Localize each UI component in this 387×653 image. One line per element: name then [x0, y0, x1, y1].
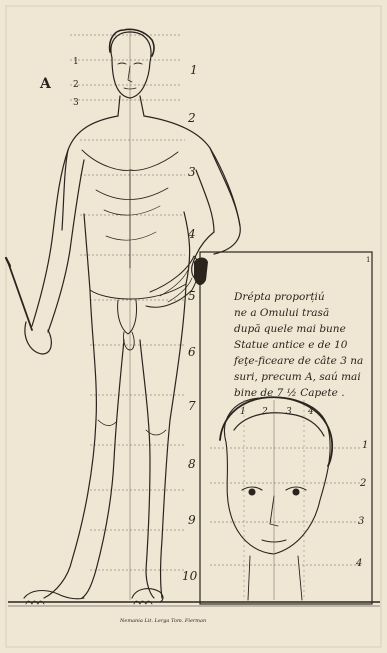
head-top-number: 1 — [240, 407, 246, 417]
body-scale-number: 1 — [190, 63, 198, 77]
caption-line: bine de 7 ½ Capete . — [234, 387, 345, 399]
caption-line: feţe-ficeare de câte 3 na — [233, 355, 363, 367]
plate-letter-a: A — [39, 76, 52, 92]
body-scale-number: 8 — [188, 457, 196, 471]
head-side-number: 1 — [362, 440, 368, 451]
upper-tick: 2 — [73, 80, 79, 90]
body-scale-number: 9 — [188, 513, 196, 527]
body-scale-number: 2 — [187, 111, 196, 125]
body-scale-number: 6 — [188, 345, 196, 359]
body-scale-number: 4 — [187, 227, 196, 241]
head-top-number: 4 — [307, 407, 314, 417]
upper-tick: 1 — [73, 57, 79, 67]
upper-scale: 1 2 3 — [73, 57, 79, 108]
body-scale-number: 7 — [188, 399, 196, 413]
head-top-number: 2 — [261, 407, 268, 417]
imprint: Nemania Lit. Lerga Tom. Fierman — [119, 618, 206, 624]
caption-line: după quele mai bune — [234, 323, 346, 335]
body-scale-number: 5 — [188, 289, 196, 303]
caption-line: suri, precum A, saú mai — [234, 371, 361, 383]
upper-tick: 3 — [73, 98, 79, 108]
head-top-number: 3 — [286, 407, 292, 417]
head-side-number: 2 — [359, 478, 366, 489]
body-scale-number: 3 — [188, 165, 196, 179]
caption-line: Statue antice e de 10 — [234, 339, 348, 351]
caption-line: Drépta proporțiú — [233, 291, 325, 303]
head-side-number: 3 — [358, 516, 364, 527]
caption-line: ne a Omului trasă — [234, 307, 329, 319]
head-side-number: 4 — [355, 558, 362, 569]
body-scale-number: 10 — [182, 569, 198, 583]
corner-tick: 1 — [366, 256, 370, 264]
